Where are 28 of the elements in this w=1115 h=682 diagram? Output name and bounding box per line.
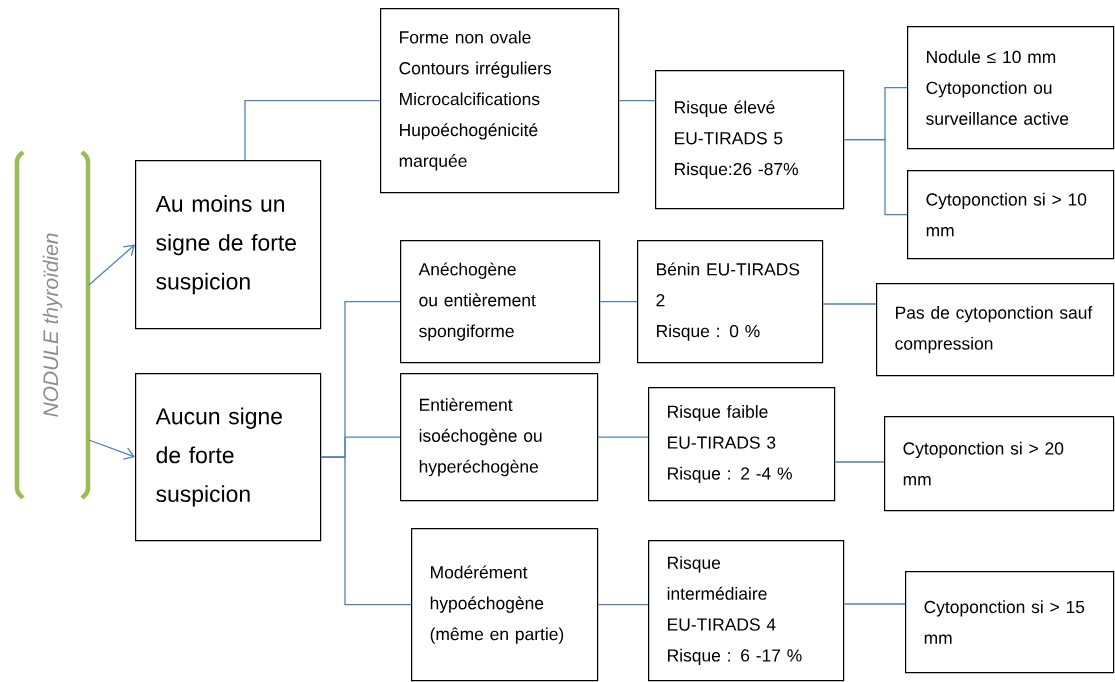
process-box: Cytoponction si > 10 mm bbox=[907, 170, 1115, 260]
connector bbox=[618, 99, 656, 102]
connector bbox=[834, 461, 885, 463]
process-box: Risque faible EU-TIRADS 3 Risque : 2 -4 % bbox=[648, 387, 836, 502]
process-box: Bénin EU-TIRADS 2 Risque : 0 % bbox=[637, 240, 824, 364]
process-box: Cytoponction si > 20 mm bbox=[884, 416, 1115, 512]
connector bbox=[843, 603, 906, 605]
connector bbox=[244, 99, 381, 161]
connector bbox=[597, 603, 649, 606]
connector bbox=[843, 138, 908, 216]
process-box: Aucun signe de forte suspicion bbox=[135, 373, 322, 542]
process-box: Risque intermédiaire EU-TIRADS 4 Risque : 6 -17 % bbox=[648, 540, 845, 682]
process-box: Nodule ≤ 10 mm Cytoponction ou surveillance active bbox=[907, 26, 1115, 150]
connector bbox=[320, 456, 412, 606]
connector bbox=[88, 439, 135, 460]
process-box: Cytoponction si > 15 mm bbox=[905, 571, 1115, 674]
connector bbox=[822, 303, 877, 305]
process-box: Entièrement isoéchogène ou hyperéchogène bbox=[400, 373, 599, 502]
connector bbox=[597, 436, 649, 438]
process-box: Forme non ovale Contours irréguliers Microcalcifications Hupoéchogénicité marquée bbox=[380, 8, 620, 194]
bracket-band: NODULE thyroïdien bbox=[14, 150, 91, 500]
process-box: Pas de cytoponction sauf compression bbox=[876, 283, 1115, 377]
process-box: Anéchogène ou entièrement spongiforme bbox=[400, 240, 601, 364]
process-box: Risque élevé EU-TIRADS 5 Risque:26 -87% bbox=[655, 70, 845, 210]
process-box: Modérément hypoéchogène (même en partie) bbox=[411, 528, 599, 682]
connector bbox=[599, 300, 638, 303]
connector bbox=[88, 244, 135, 286]
process-box: Au moins un signe de forte suspicion bbox=[135, 160, 322, 330]
